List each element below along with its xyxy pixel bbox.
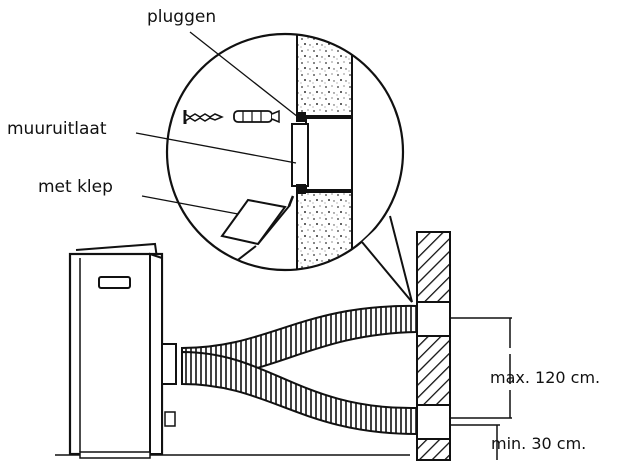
hose-lower [181,350,418,436]
magnifier-circle [165,32,405,272]
leader-muuruitlaat [135,132,297,164]
label-pluggen: pluggen [147,7,216,27]
wall-section-lower [296,191,353,270]
wall-section-upper [296,34,353,117]
detail-magnifier [165,32,413,303]
unit-handle [98,276,131,289]
wall-duct [305,117,353,191]
wall-outlet [291,123,309,187]
plug-top [296,112,306,122]
plug-bottom [296,184,306,194]
label-max-height: max. 120 cm. [490,368,600,387]
portable-airco-unit [68,242,177,459]
wall [416,231,451,461]
dimension-lines [450,317,512,460]
hose-connector [161,343,177,385]
screw-icon [183,110,224,124]
label-min-height: min. 30 cm. [491,434,586,453]
label-met-klep: met klep [38,177,113,197]
wall-opening-lower [416,404,451,440]
label-muuruitlaat: muuruitlaat [7,119,107,139]
wall-plug-icon [233,109,280,124]
flap [220,198,287,246]
wall-opening-upper [416,301,451,337]
unit-base [79,451,151,459]
exhaust-hoses [181,304,418,436]
leader-pluggen [189,31,299,118]
drain-plug [164,411,176,427]
leader-met-klep [141,195,239,215]
magnifier-pointer [361,215,413,303]
